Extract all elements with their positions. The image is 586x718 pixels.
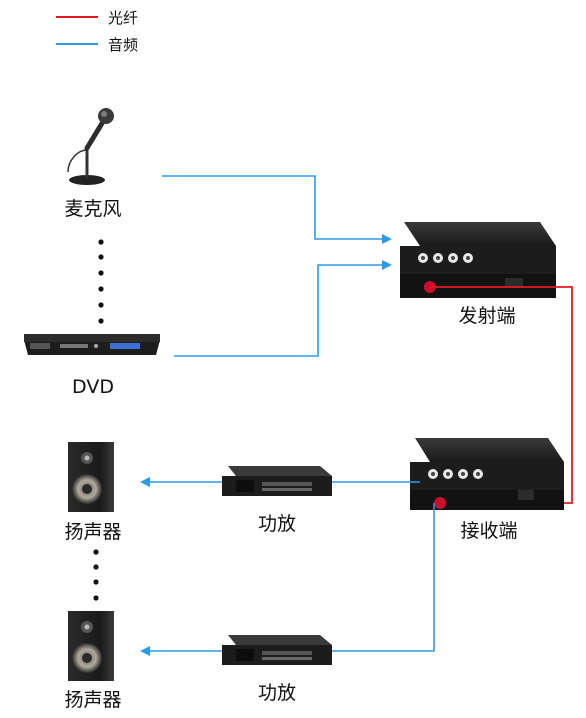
legend-label-audio: 音频 <box>108 36 138 54</box>
amplifier-icon <box>222 466 332 496</box>
speaker-2-label: 扬声器 <box>64 689 121 711</box>
dvd-player-icon <box>24 334 160 355</box>
amplifier-icon <box>222 635 332 665</box>
legend-item-fiber: 光纤 <box>56 9 138 27</box>
microphone-label: 麦克风 <box>64 198 121 220</box>
receiver-icon <box>410 438 564 510</box>
ellipsis-dots-sources <box>98 239 104 324</box>
audio-link-microphone-transmitter <box>162 175 392 244</box>
speaker-1-label: 扬声器 <box>64 521 121 543</box>
legend: 光纤 音频 <box>56 9 138 54</box>
legend-item-audio: 音频 <box>56 36 138 54</box>
speaker-icon <box>68 442 114 512</box>
microphone-icon <box>67 108 114 185</box>
transmitter-label: 发射端 <box>458 305 515 327</box>
audio-link-receiver-amplifier-2 <box>331 503 435 652</box>
dvd-label: DVD <box>72 376 114 398</box>
speaker-icon <box>68 611 114 681</box>
legend-label-fiber: 光纤 <box>108 9 138 27</box>
amplifier-1-label: 功放 <box>258 513 296 535</box>
transmitter-icon <box>400 222 556 298</box>
amplifier-2-label: 功放 <box>258 682 296 704</box>
receiver-label: 接收端 <box>460 520 517 542</box>
ellipsis-dots-speakers <box>93 549 99 601</box>
audio-link-dvd-transmitter <box>174 260 392 357</box>
